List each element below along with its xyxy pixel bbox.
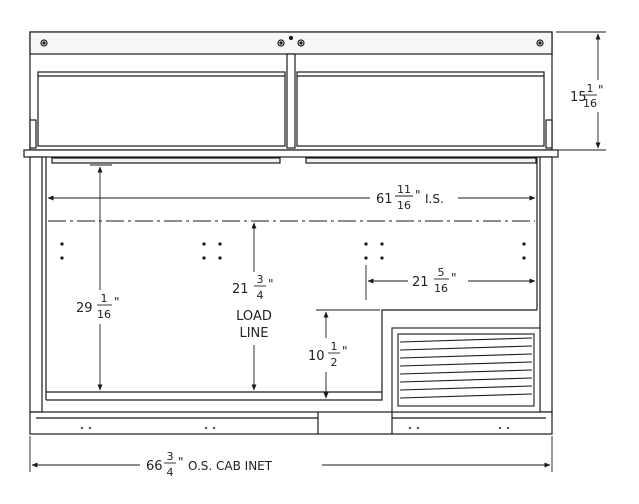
screw-icon [299, 41, 303, 45]
compressor-step-outline [46, 309, 537, 401]
svg-text:11: 11 [397, 183, 411, 196]
svg-text:4: 4 [167, 466, 174, 479]
screw-icon [277, 39, 285, 47]
dim-overall-width-label: 66 3 4 " O.S. CAB INET [146, 450, 273, 479]
svg-text:15: 15 [570, 90, 587, 105]
screw-icon [40, 39, 48, 47]
cabinet-base [29, 411, 553, 435]
screw-icon [297, 39, 305, 47]
svg-text:29: 29 [76, 301, 93, 316]
grille-louvers [399, 337, 533, 399]
dim-right-width-label: 21 5 16 " [412, 266, 457, 295]
svg-text:2: 2 [331, 356, 338, 369]
canopy [29, 31, 553, 151]
load-line-label: LOAD [236, 309, 272, 324]
left-bracket [29, 119, 37, 149]
right-bracket [545, 119, 553, 149]
svg-text:": " [342, 344, 348, 358]
svg-text:4: 4 [257, 289, 264, 302]
left-glass-panel [37, 71, 286, 147]
dimension-lines [29, 31, 606, 472]
canopy-top-rail [29, 31, 553, 55]
svg-text:O.S. CAB INET: O.S. CAB INET [188, 459, 273, 473]
screw-icon [42, 41, 46, 45]
tub-top-bar [305, 157, 537, 164]
svg-text:I.S.: I.S. [425, 192, 444, 206]
dim-total-height-label: 29 1 16 " [76, 292, 120, 321]
svg-text:16: 16 [397, 199, 411, 212]
screw-icon [279, 41, 283, 45]
cabinet-body [23, 149, 559, 435]
screw-icon [536, 39, 544, 47]
compressor-grille [391, 327, 541, 413]
canopy-center-post [286, 53, 296, 149]
dim-inside-width-label: 61 11 16 " I.S. [376, 183, 444, 212]
svg-text:1: 1 [587, 82, 594, 95]
svg-text:": " [268, 277, 274, 291]
cabinet-left-wall [29, 156, 43, 413]
dim-canopy-height-label: 15 1 16 " [570, 82, 604, 110]
screw-icon [288, 35, 294, 41]
right-glass-panel [296, 71, 545, 147]
svg-text:16: 16 [434, 282, 448, 295]
svg-text:5: 5 [438, 266, 445, 279]
svg-text:": " [598, 83, 604, 97]
load-line-label: LINE [239, 326, 268, 341]
svg-text:": " [451, 271, 457, 285]
svg-text:21: 21 [232, 282, 249, 297]
screw-icon [538, 41, 542, 45]
svg-text:21: 21 [412, 275, 429, 290]
svg-text:1: 1 [101, 292, 108, 305]
svg-text:3: 3 [257, 273, 264, 286]
tub-top-bar [51, 157, 281, 164]
svg-text:16: 16 [97, 308, 111, 321]
dim-load-line-label: 21 3 4 " LOAD LINE [232, 273, 274, 341]
svg-text:61: 61 [376, 192, 393, 207]
svg-text:10: 10 [308, 349, 325, 364]
svg-text:66: 66 [146, 459, 163, 474]
svg-text:1: 1 [331, 340, 338, 353]
dim-step-height-label: 10 1 2 " [308, 340, 348, 369]
cabinet-top-lip [23, 149, 559, 158]
svg-text:16: 16 [583, 97, 597, 110]
svg-text:3: 3 [167, 450, 174, 463]
svg-text:": " [178, 455, 184, 469]
svg-text:": " [114, 295, 120, 309]
mounting-holes [60, 242, 526, 260]
svg-text:": " [415, 188, 421, 202]
cabinet-right-wall [539, 156, 553, 413]
